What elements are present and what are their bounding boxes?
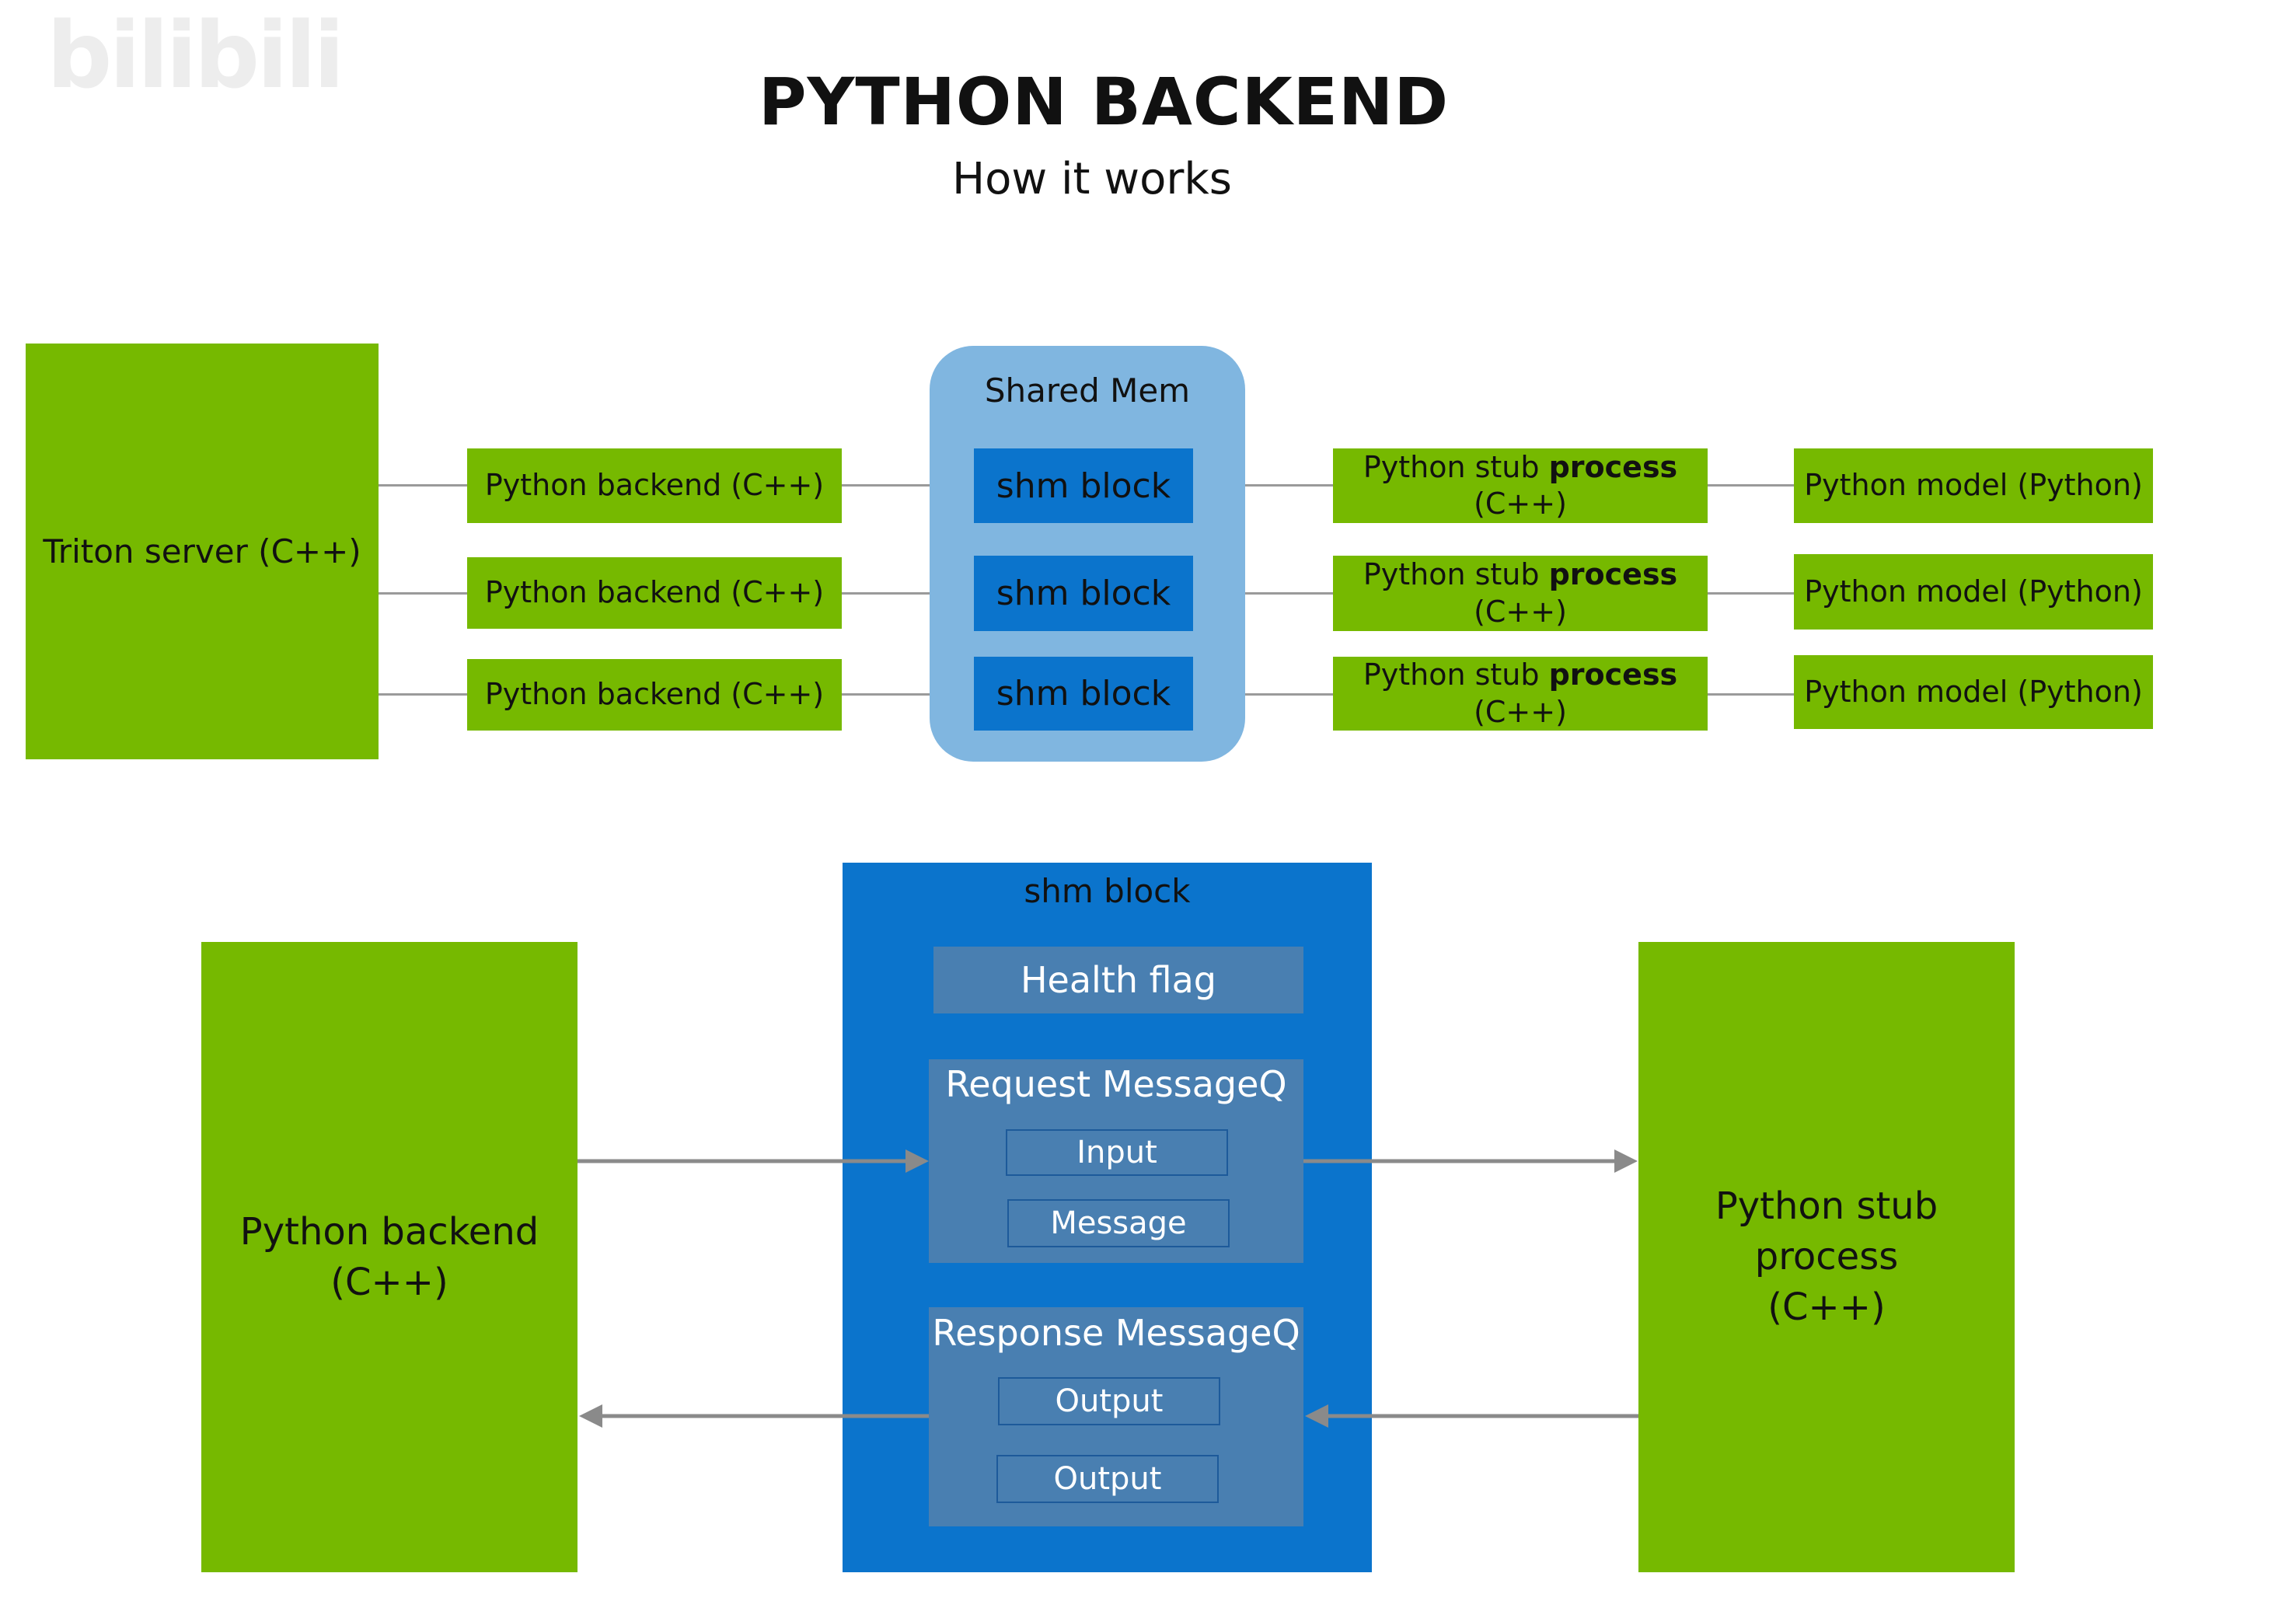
- python-backend-box: Python backend (C++): [467, 659, 842, 731]
- python-model-label: Python model (Python): [1804, 574, 2143, 609]
- triton-server-label: Triton server (C++): [43, 532, 361, 570]
- shm-block-label: shm block: [996, 466, 1171, 506]
- response-output-label: Output: [1053, 1461, 1162, 1497]
- request-input-label: Input: [1076, 1135, 1157, 1170]
- stub-line-2: (C++): [1474, 487, 1567, 521]
- python-backend-large-box: Python backend (C++): [201, 942, 577, 1572]
- python-stub-process-large-box: Python stub process (C++): [1638, 942, 2015, 1572]
- request-message-label: Message: [1050, 1205, 1187, 1241]
- response-output-label: Output: [1055, 1383, 1164, 1419]
- python-stub-process-box: Python stub process (C++): [1333, 556, 1708, 631]
- stub-line-1: Python stub process: [1363, 657, 1677, 694]
- response-messageq-title: Response MessageQ: [932, 1312, 1300, 1354]
- page-subtitle: How it works: [952, 154, 1232, 204]
- health-flag-label: Health flag: [1020, 959, 1217, 1001]
- python-backend-label: Python backend (C++): [484, 677, 825, 712]
- python-model-label: Python model (Python): [1804, 674, 2143, 709]
- stub-line-2: (C++): [1474, 694, 1567, 729]
- stub-line-1: Python stub process: [1363, 556, 1677, 594]
- request-input-slot: Input: [1006, 1129, 1228, 1176]
- python-stub-process-box: Python stub process (C++): [1333, 448, 1708, 523]
- stub-bold: process: [1548, 449, 1678, 484]
- shm-block: shm block: [974, 657, 1193, 731]
- shared-memory-label: Shared Mem: [984, 371, 1191, 410]
- response-messageq-panel: [929, 1307, 1303, 1526]
- request-message-slot: Message: [1007, 1199, 1230, 1247]
- python-backend-large-line1: Python backend: [239, 1209, 539, 1254]
- page-title: PYTHON BACKEND: [758, 64, 1450, 140]
- python-model-box: Python model (Python): [1794, 655, 2153, 729]
- stub-prefix: Python stub: [1363, 449, 1549, 484]
- response-output-slot: Output: [996, 1455, 1219, 1503]
- python-backend-large-line2: (C++): [330, 1260, 448, 1304]
- shm-block-label: shm block: [996, 574, 1171, 613]
- python-backend-label: Python backend (C++): [484, 575, 825, 610]
- health-flag-panel: Health flag: [933, 947, 1303, 1013]
- response-output-slot: Output: [998, 1377, 1220, 1425]
- shm-block-label: shm block: [996, 674, 1171, 713]
- python-backend-box: Python backend (C++): [467, 448, 842, 523]
- stub-bold: process: [1548, 657, 1678, 692]
- python-stub-large-line1: Python stub process: [1715, 1184, 1938, 1279]
- request-messageq-title: Request MessageQ: [945, 1063, 1287, 1105]
- shm-block: shm block: [974, 448, 1193, 523]
- shm-block: shm block: [974, 556, 1193, 631]
- stub-prefix: Python stub: [1363, 557, 1549, 591]
- stub-prefix: Python stub: [1363, 657, 1549, 692]
- python-model-box: Python model (Python): [1794, 448, 2153, 523]
- bilibili-watermark: bilibili: [47, 2, 345, 109]
- python-backend-label: Python backend (C++): [484, 468, 825, 503]
- stub-bold: process: [1548, 557, 1678, 591]
- stub-line-1: Python stub process: [1363, 449, 1677, 487]
- python-stub-large-line2: (C++): [1767, 1285, 1886, 1329]
- triton-server-box: Triton server (C++): [26, 344, 379, 759]
- python-model-label: Python model (Python): [1804, 468, 2143, 503]
- python-backend-box: Python backend (C++): [467, 557, 842, 629]
- shm-block-detail-label: shm block: [1024, 872, 1191, 910]
- request-messageq-panel: [929, 1059, 1303, 1263]
- stub-line-2: (C++): [1474, 594, 1567, 629]
- python-stub-process-box: Python stub process (C++): [1333, 657, 1708, 731]
- python-model-box: Python model (Python): [1794, 554, 2153, 630]
